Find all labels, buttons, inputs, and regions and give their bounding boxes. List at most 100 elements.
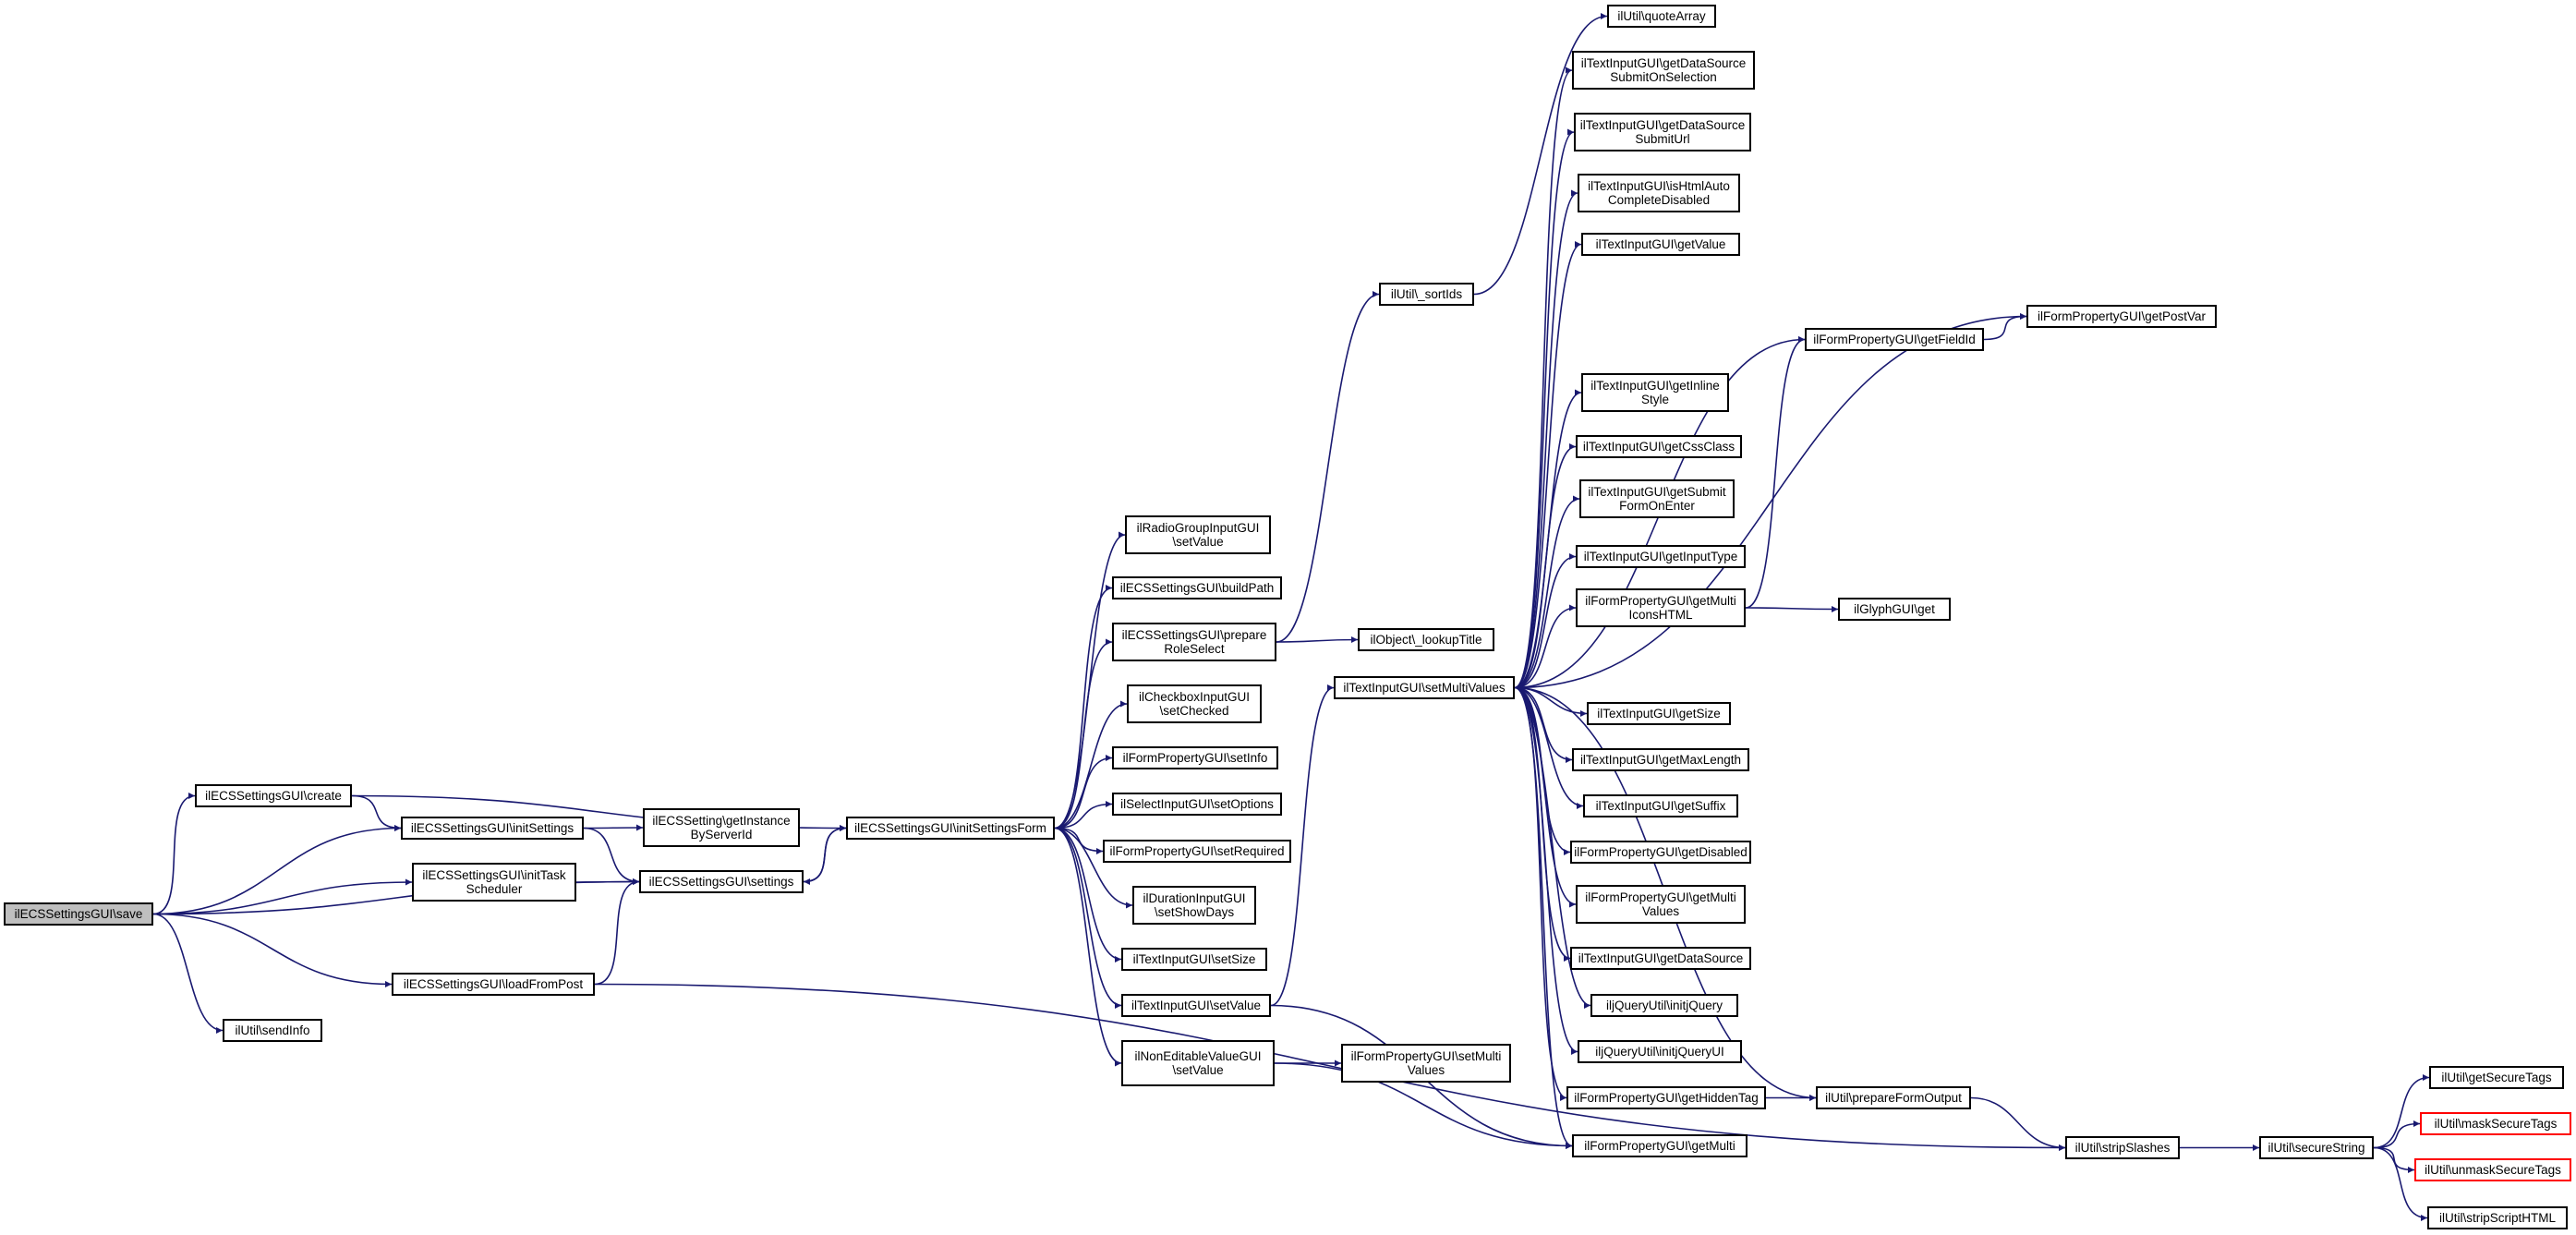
graph-node-secure-string[interactable]: ilUtil\secureString: [2259, 1136, 2374, 1159]
edge-save-to-load-from-post: [152, 913, 393, 987]
edge-set-multi-values-to-init-jquery: [1514, 686, 1591, 1009]
edge-init-settings-form-to-settings: [803, 827, 847, 885]
graph-node-set-required[interactable]: ilFormPropertyGUI\setRequired: [1103, 840, 1291, 863]
graph-node-sort-ids[interactable]: ilUtil\_sortIds: [1379, 283, 1474, 306]
edge-set-multi-values-to-get-suffix: [1514, 686, 1584, 809]
graph-node-get-value[interactable]: ilTextInputGUI\getValue: [1581, 233, 1740, 256]
graph-node-form-set-multi-values[interactable]: ilFormPropertyGUI\setMulti Values: [1341, 1044, 1511, 1083]
edge-init-settings-to-settings: [583, 827, 640, 885]
graph-node-init-task-scheduler[interactable]: ilECSSettingsGUI\initTask Scheduler: [412, 863, 576, 902]
edge-set-multi-values-to-get-input-type: [1514, 553, 1577, 689]
graph-node-set-options[interactable]: ilSelectInputGUI\setOptions: [1112, 793, 1282, 816]
graph-node-quote-array[interactable]: ilUtil\quoteArray: [1607, 5, 1716, 28]
graph-node-lookup-title[interactable]: ilObject\_lookupTitle: [1358, 628, 1494, 651]
edge-set-multi-values-to-get-css-class: [1514, 443, 1577, 689]
graph-node-init-jquery-ui[interactable]: iljQueryUtil\initjQueryUI: [1578, 1040, 1742, 1063]
edge-set-multi-values-to-get-value: [1514, 241, 1582, 689]
graph-node-get-post-var[interactable]: ilFormPropertyGUI\getPostVar: [2026, 305, 2217, 328]
graph-node-get-field-id[interactable]: ilFormPropertyGUI\getFieldId: [1805, 328, 1984, 351]
graph-node-non-editable-set-value[interactable]: ilNonEditableValueGUI \setValue: [1121, 1040, 1275, 1086]
graph-node-strip-slashes[interactable]: ilUtil\stripSlashes: [2065, 1136, 2180, 1159]
graph-node-get-dssubmit-on-selection[interactable]: ilTextInputGUI\getDataSource SubmitOnSel…: [1572, 51, 1755, 90]
edge-load-from-post-to-settings: [594, 878, 640, 986]
edge-text-set-value-to-set-multi-values: [1270, 684, 1335, 1007]
graph-node-get-size[interactable]: ilTextInputGUI\getSize: [1587, 702, 1731, 725]
edge-init-settings-form-to-text-set-value: [1054, 827, 1122, 1009]
graph-node-unmask-secure-tags[interactable]: ilUtil\unmaskSecureTags: [2414, 1158, 2571, 1181]
edge-sort-ids-to-quote-array: [1473, 13, 1608, 296]
edge-save-to-init-settings: [152, 825, 402, 915]
graph-node-glyph-get[interactable]: ilGlyphGUI\get: [1838, 598, 1951, 621]
graph-node-text-set-value[interactable]: ilTextInputGUI\setValue: [1121, 994, 1271, 1017]
edge-init-task-scheduler-to-settings: [575, 878, 640, 886]
graph-node-get-css-class[interactable]: ilTextInputGUI\getCssClass: [1576, 435, 1742, 458]
edge-get-multi-icons-html-to-glyph-get: [1745, 605, 1839, 612]
edge-set-multi-values-to-get-size: [1514, 686, 1588, 717]
graph-node-set-multi-values[interactable]: ilTextInputGUI\setMultiValues: [1334, 676, 1515, 699]
edge-get-field-id-to-get-post-var: [1983, 313, 2027, 341]
graph-node-is-html-auto-complete-disabled[interactable]: ilTextInputGUI\isHtmlAuto CompleteDisabl…: [1578, 174, 1740, 212]
edge-init-settings-form-to-set-info: [1054, 755, 1113, 829]
edge-set-multi-values-to-get-dssubmit-url: [1514, 128, 1575, 689]
edge-set-multi-values-to-get-multi-values: [1514, 686, 1577, 908]
graph-node-build-path[interactable]: ilECSSettingsGUI\buildPath: [1112, 576, 1282, 599]
graph-node-get-input-type[interactable]: ilTextInputGUI\getInputType: [1576, 545, 1746, 568]
edge-secure-string-to-unmask-secure-tags: [2373, 1146, 2415, 1173]
graph-node-get-multi-icons-html[interactable]: ilFormPropertyGUI\getMulti IconsHTML: [1576, 588, 1746, 627]
edge-save-to-send-info: [152, 913, 224, 1034]
graph-node-prepare-role-select[interactable]: ilECSSettingsGUI\prepare RoleSelect: [1112, 623, 1276, 661]
graph-node-get-max-length[interactable]: ilTextInputGUI\getMaxLength: [1572, 748, 1749, 771]
graph-node-load-from-post[interactable]: ilECSSettingsGUI\loadFromPost: [392, 973, 595, 996]
edge-init-settings-form-to-set-size: [1054, 827, 1122, 963]
graph-node-prepare-form-output[interactable]: ilUtil\prepareFormOutput: [1816, 1086, 1971, 1109]
edge-load-from-post-to-strip-slashes: [594, 983, 2066, 1151]
edge-secure-string-to-mask-secure-tags: [2373, 1120, 2421, 1149]
graph-node-radio-set-value[interactable]: ilRadioGroupInputGUI \setValue: [1125, 515, 1271, 554]
graph-node-get-suffix[interactable]: ilTextInputGUI\getSuffix: [1583, 794, 1738, 817]
graph-node-save[interactable]: ilECSSettingsGUI\save: [4, 902, 153, 926]
graph-node-init-jquery[interactable]: iljQueryUtil\initjQuery: [1590, 994, 1738, 1017]
edge-get-multi-icons-html-to-get-field-id: [1745, 336, 1806, 609]
graph-node-set-show-days[interactable]: ilDurationInputGUI \setShowDays: [1132, 886, 1256, 925]
edge-set-multi-values-to-init-jquery-ui: [1514, 686, 1578, 1055]
edge-set-multi-values-to-get-max-length: [1514, 686, 1573, 763]
edge-init-settings-form-to-non-editable-set-value: [1054, 827, 1122, 1067]
edge-init-settings-to-get-instance-by-server-id: [583, 824, 644, 831]
edge-init-settings-form-to-set-required: [1054, 827, 1104, 854]
edge-set-multi-values-to-get-multi-icons-html: [1514, 604, 1577, 689]
edge-prepare-role-select-to-lookup-title: [1276, 636, 1359, 644]
edge-set-multi-values-to-get-multi: [1514, 686, 1573, 1149]
graph-node-get-inline-style[interactable]: ilTextInputGUI\getInline Style: [1581, 373, 1729, 412]
edge-init-settings-form-to-checkbox-set-checked: [1054, 700, 1128, 829]
graph-node-get-multi-values[interactable]: ilFormPropertyGUI\getMulti Values: [1576, 885, 1746, 924]
graph-node-mask-secure-tags[interactable]: ilUtil\maskSecureTags: [2420, 1112, 2571, 1135]
graph-node-get-disabled[interactable]: ilFormPropertyGUI\getDisabled: [1570, 841, 1751, 864]
edge-non-editable-set-value-to-get-multi: [1274, 1062, 1573, 1149]
edge-secure-string-to-get-secure-tags: [2373, 1074, 2430, 1149]
edge-create-to-init-settings: [351, 794, 402, 831]
edge-init-settings-form-to-prepare-role-select: [1054, 638, 1113, 829]
graph-node-checkbox-set-checked[interactable]: ilCheckboxInputGUI \setChecked: [1127, 684, 1262, 723]
graph-node-get-data-source[interactable]: ilTextInputGUI\getDataSource: [1570, 947, 1751, 970]
graph-node-send-info[interactable]: ilUtil\sendInfo: [223, 1019, 322, 1042]
graph-node-create[interactable]: ilECSSettingsGUI\create: [195, 784, 352, 807]
graph-node-set-size[interactable]: ilTextInputGUI\setSize: [1121, 948, 1267, 971]
graph-node-get-multi[interactable]: ilFormPropertyGUI\getMulti: [1572, 1134, 1748, 1157]
edge-init-settings-form-to-set-show-days: [1054, 827, 1133, 909]
graph-node-get-hidden-tag[interactable]: ilFormPropertyGUI\getHiddenTag: [1566, 1086, 1766, 1109]
graph-node-settings[interactable]: ilECSSettingsGUI\settings: [639, 870, 804, 893]
edge-prepare-role-select-to-sort-ids: [1276, 291, 1380, 643]
graph-node-set-info[interactable]: ilFormPropertyGUI\setInfo: [1112, 746, 1278, 769]
graph-node-init-settings-form[interactable]: ilECSSettingsGUI\initSettingsForm: [846, 817, 1055, 840]
graph-node-init-settings[interactable]: ilECSSettingsGUI\initSettings: [401, 817, 584, 840]
edge-save-to-init-task-scheduler: [152, 878, 413, 915]
graph-node-get-submit-form-on-enter[interactable]: ilTextInputGUI\getSubmit FormOnEnter: [1579, 479, 1735, 518]
edge-save-to-create: [152, 793, 196, 915]
graph-node-get-dssubmit-url[interactable]: ilTextInputGUI\getDataSource SubmitUrl: [1574, 113, 1751, 151]
graph-node-get-instance-by-server-id[interactable]: ilECSSetting\getInstance ByServerId: [643, 808, 800, 847]
graph-node-get-secure-tags[interactable]: ilUtil\getSecureTags: [2429, 1066, 2564, 1089]
edge-set-multi-values-to-is-html-auto-complete-disabled: [1514, 189, 1578, 689]
graph-node-strip-script-html[interactable]: ilUtil\stripScriptHTML: [2427, 1206, 2568, 1229]
edge-secure-string-to-strip-script-html: [2373, 1146, 2428, 1221]
